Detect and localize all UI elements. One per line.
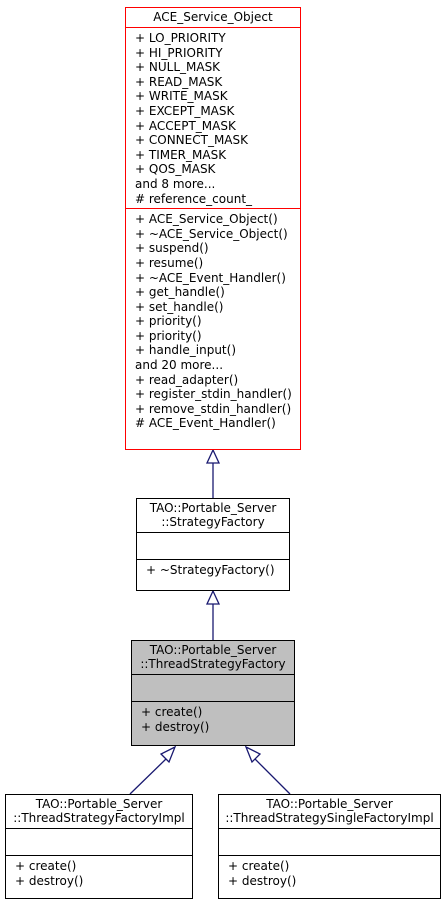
operation: + handle_input() — [135, 343, 236, 358]
attributes-section — [6, 828, 192, 855]
operation: + create() — [141, 705, 203, 719]
operation: + ~StrategyFactory() — [146, 563, 275, 577]
operation: + remove_stdin_handler() — [135, 401, 292, 416]
class-thread-strategy-single-factory-impl[interactable]: TAO::Portable_Server ::ThreadStrategySin… — [218, 794, 441, 899]
edge-single-impl-to-thread-strategy — [253, 757, 291, 795]
class-title: TAO::Portable_Server ::ThreadStrategyFac… — [140, 643, 286, 671]
operations-section: + create() + destroy() — [6, 855, 192, 890]
operation: + priority() — [135, 328, 202, 343]
attribute: + TIMER_MASK — [135, 147, 227, 162]
operations-section: + ACE_Service_Object() + ~ACE_Service_Ob… — [126, 208, 300, 433]
class-title: ACE_Service_Object — [153, 10, 273, 24]
operation: + ACE_Service_Object() — [135, 212, 278, 227]
operation: + register_stdin_handler() — [135, 387, 292, 402]
class-thread-strategy-factory-impl[interactable]: TAO::Portable_Server ::ThreadStrategyFac… — [5, 794, 193, 899]
attribute: + LO_PRIORITY — [135, 31, 226, 45]
operation: + destroy() — [15, 873, 84, 888]
class-title: TAO::Portable_Server ::StrategyFactory — [149, 501, 277, 529]
attribute: + NULL_MASK — [135, 60, 221, 75]
operation: + create() — [15, 859, 77, 873]
attribute-more: and 8 more... — [135, 176, 216, 191]
operation: + ~ACE_Event_Handler() — [135, 270, 286, 285]
attributes-section — [137, 532, 289, 559]
operation: + resume() — [135, 255, 204, 270]
operation: + ~ACE_Service_Object() — [135, 226, 288, 241]
attributes-section: + LO_PRIORITY + HI_PRIORITY + NULL_MASK … — [126, 27, 300, 208]
attribute: + ACCEPT_MASK — [135, 118, 236, 133]
attribute: + CONNECT_MASK — [135, 133, 248, 148]
attribute: + WRITE_MASK — [135, 89, 228, 104]
operation: # ACE_Event_Handler() — [135, 416, 276, 431]
arrowhead-strategy-factory — [205, 589, 221, 605]
class-title: TAO::Portable_Server ::ThreadStrategySin… — [225, 797, 434, 825]
edge-impl-to-thread-strategy — [129, 757, 168, 795]
operation: + create() — [228, 859, 290, 873]
attribute: # reference_count_ — [135, 191, 253, 206]
operation: + set_handle() — [135, 299, 224, 314]
operations-section: + create() + destroy() — [219, 855, 440, 890]
class-thread-strategy-factory[interactable]: TAO::Portable_Server ::ThreadStrategyFac… — [131, 640, 295, 746]
attribute: + EXCEPT_MASK — [135, 103, 235, 118]
attribute: + HI_PRIORITY — [135, 45, 223, 60]
operations-section: + ~StrategyFactory() — [137, 559, 289, 580]
arrowhead-thread-strategy-left — [159, 745, 177, 764]
operation: + get_handle() — [135, 285, 225, 300]
operation: + destroy() — [141, 719, 210, 734]
class-ace-service-object[interactable]: ACE_Service_Object + LO_PRIORITY + HI_PR… — [125, 7, 301, 450]
operation: + read_adapter() — [135, 372, 239, 387]
arrowhead-service-object — [205, 448, 221, 464]
class-title: TAO::Portable_Server ::ThreadStrategyFac… — [13, 797, 185, 825]
operation: + suspend() — [135, 241, 209, 256]
attributes-section — [219, 828, 440, 855]
attributes-section — [132, 674, 294, 701]
operation-more: and 20 more... — [135, 358, 224, 373]
arrowhead-thread-strategy-right — [244, 745, 262, 764]
attribute: + READ_MASK — [135, 74, 223, 89]
operation: + priority() — [135, 314, 202, 329]
operations-section: + create() + destroy() — [132, 701, 294, 736]
attribute: + QOS_MASK — [135, 162, 216, 177]
class-strategy-factory[interactable]: TAO::Portable_Server ::StrategyFactory +… — [136, 498, 290, 591]
operation: + destroy() — [228, 873, 297, 888]
